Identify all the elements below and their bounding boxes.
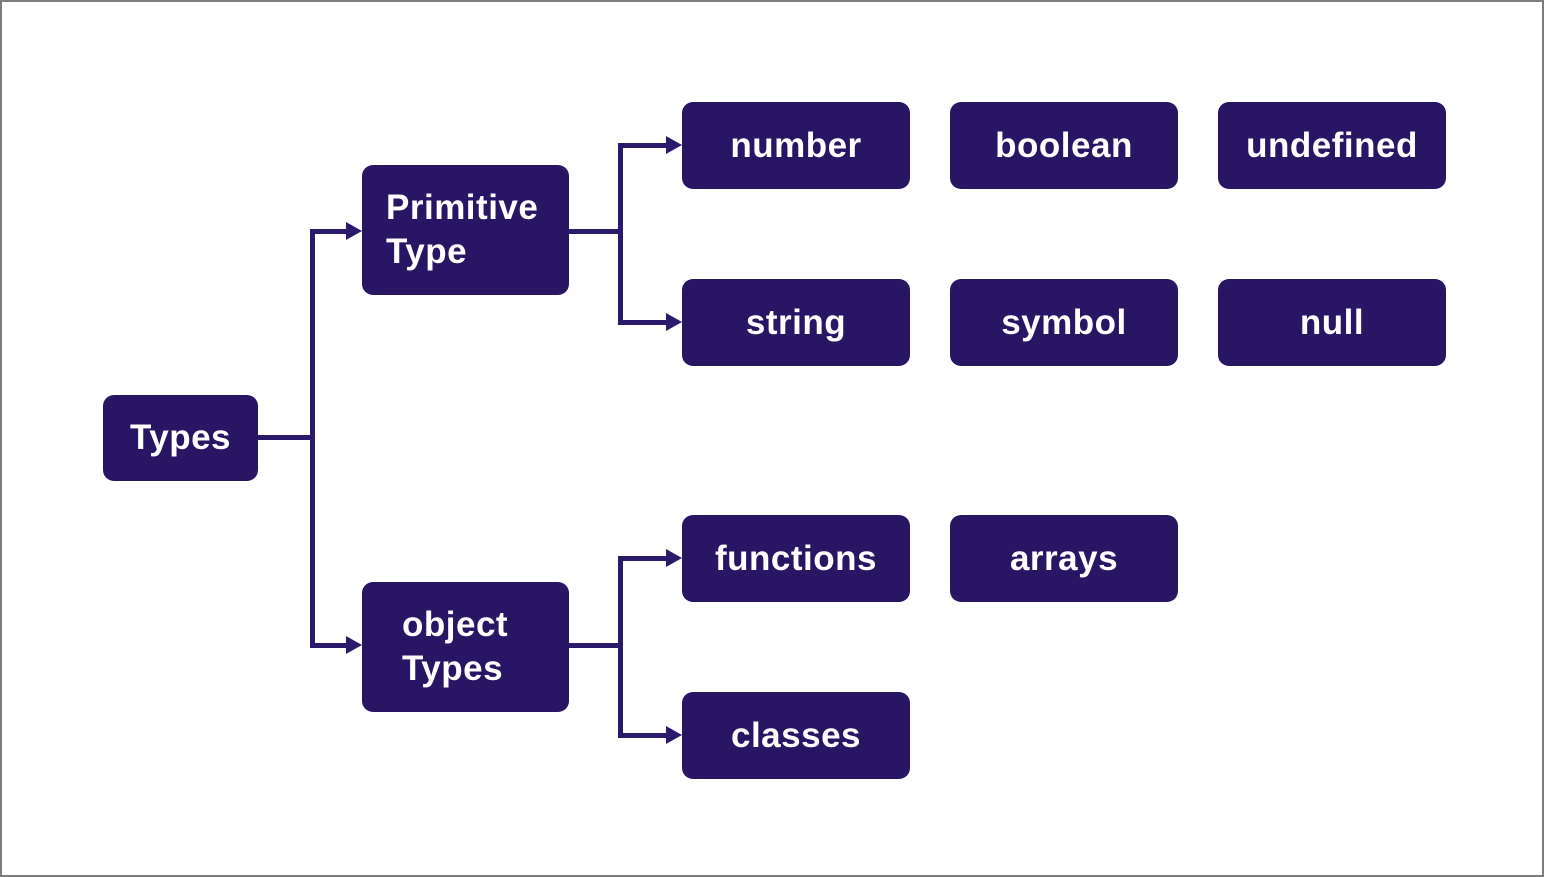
- edge-object-classes-line: [618, 733, 666, 738]
- edge-primitive-string-line: [618, 320, 666, 325]
- node-arrays: arrays: [950, 515, 1178, 602]
- edge-object-classes-arrowhead-icon: [666, 726, 682, 744]
- edge-primitive-string-arrowhead-icon: [666, 313, 682, 331]
- node-number: number: [682, 102, 910, 189]
- edge-types-object-line: [310, 643, 348, 648]
- edge-types-primitive-arrowhead-icon: [346, 222, 362, 240]
- edge-primitive-number-line: [618, 143, 666, 148]
- node-undefined: undefined: [1218, 102, 1446, 189]
- node-functions: functions: [682, 515, 910, 602]
- edge-types-trunk-line: [257, 435, 315, 440]
- edge-primitive-junction-line: [569, 229, 623, 234]
- node-string: string: [682, 279, 910, 366]
- node-boolean: boolean: [950, 102, 1178, 189]
- edge-object-junction-vertical-line: [618, 556, 623, 738]
- node-object-types: object Types: [362, 582, 569, 712]
- edge-object-functions-line: [618, 556, 666, 561]
- edge-trunk-vertical-line: [310, 229, 315, 648]
- node-symbol: symbol: [950, 279, 1178, 366]
- edge-types-primitive-line: [310, 229, 348, 234]
- edge-types-object-arrowhead-icon: [346, 636, 362, 654]
- node-types: Types: [103, 395, 258, 481]
- node-null: null: [1218, 279, 1446, 366]
- edge-primitive-number-arrowhead-icon: [666, 136, 682, 154]
- node-primitive-type: Primitive Type: [362, 165, 569, 295]
- edge-object-junction-line: [569, 643, 623, 648]
- node-classes: classes: [682, 692, 910, 779]
- edge-object-functions-arrowhead-icon: [666, 549, 682, 567]
- edge-primitive-junction-vertical-line: [618, 143, 623, 325]
